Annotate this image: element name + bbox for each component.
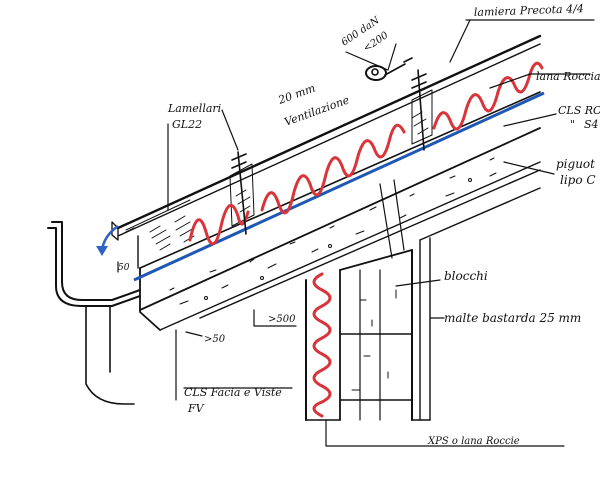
label-mineral-wool: lana Roccia (536, 70, 600, 83)
leader-lines (117, 19, 595, 447)
label-cls-panel-1: CLS RO (558, 104, 600, 117)
label-mortar: malte bastarda 25 mm (444, 311, 581, 325)
concrete-texture (169, 157, 497, 391)
label-batten-2: GL22 (172, 118, 202, 131)
label-dim-50-b: >50 (204, 334, 226, 345)
wall-structure (305, 179, 541, 421)
batten-hatching (122, 89, 433, 251)
eye-bolt-icon (365, 57, 413, 81)
label-piguot-2: lipo C (560, 173, 596, 187)
label-facade-1: CLS Facia e Viste (184, 386, 282, 399)
label-cls-panel-3: S4 (584, 118, 599, 131)
label-dim-500: >500 (268, 314, 296, 325)
label-cls-panel-2: " (570, 118, 575, 131)
drip-arrow-icon (96, 224, 119, 256)
xps-insulation (312, 272, 332, 418)
label-dim-50-a: 50 (118, 263, 130, 273)
label-blocks: blocchi (444, 269, 488, 283)
label-piguot-1: piguot (556, 157, 595, 171)
membrane-line (133, 91, 545, 282)
label-ventilation-1: 20 mm (276, 81, 317, 107)
roof-fixings (231, 69, 427, 235)
mineral-wool-insulation (188, 61, 544, 246)
roof-structure (111, 34, 542, 331)
label-sheet: lamiera Precota 4/4 (474, 2, 584, 19)
label-xps: XPS o lana Roccie (427, 436, 520, 447)
label-batten-1: Lamellari (167, 102, 221, 115)
gutter (47, 221, 141, 405)
label-facade-2: FV (187, 402, 205, 415)
